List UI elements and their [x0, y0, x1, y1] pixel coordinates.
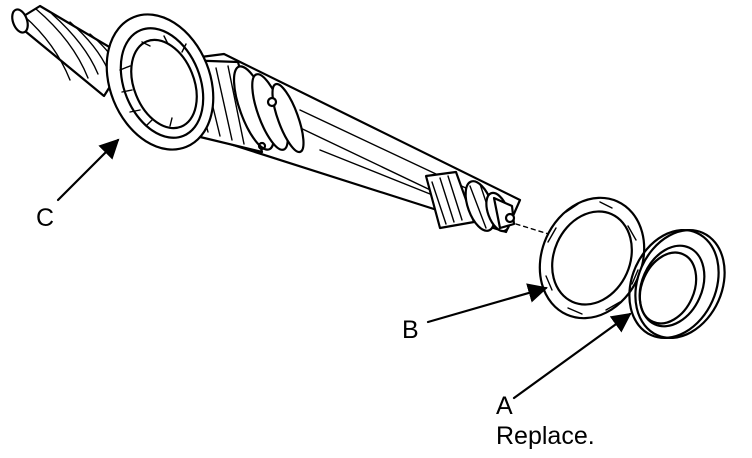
label-a: A: [496, 392, 513, 420]
leader-a: [512, 312, 632, 400]
leader-c: [56, 138, 120, 202]
callout-a: A Replace.: [496, 312, 632, 450]
callout-c: C: [36, 138, 120, 232]
leader-b: [426, 283, 548, 324]
label-b: B: [402, 316, 419, 344]
helical-gear: [11, 4, 130, 98]
end-splines: [424, 170, 516, 233]
label-c: C: [36, 204, 54, 232]
label-a-note: Replace.: [496, 422, 595, 450]
shaft-assembly: [11, 4, 641, 263]
callout-b: B: [402, 283, 548, 344]
part-a-seal: [628, 228, 726, 340]
bearing-c: [105, 13, 215, 151]
